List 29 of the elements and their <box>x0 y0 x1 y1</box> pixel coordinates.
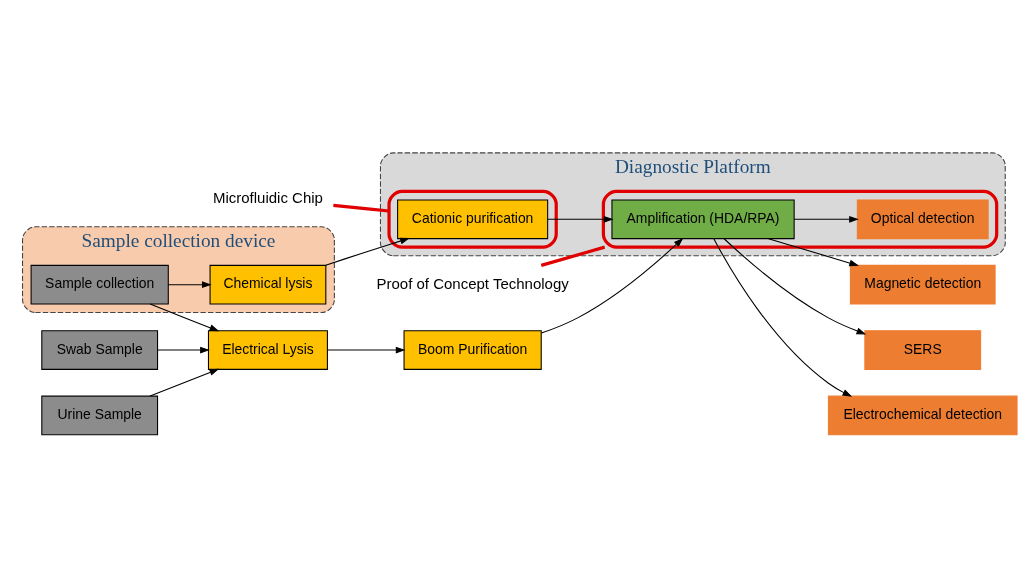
arrow <box>157 346 210 354</box>
arrow <box>325 237 410 266</box>
node-box: SERS <box>864 330 982 370</box>
arrow <box>149 368 220 397</box>
node-box: Optical detection <box>856 199 989 240</box>
node-box: Urine Sample <box>41 395 159 436</box>
node-box: Cationic purification <box>397 199 549 240</box>
arrow <box>540 237 684 334</box>
arrow <box>167 281 212 289</box>
node-box: Electrochemical detection <box>827 395 1018 436</box>
arrow <box>149 303 220 332</box>
node-box: Chemical lysis <box>209 264 327 305</box>
cluster <box>387 189 558 249</box>
connector <box>333 203 390 213</box>
arrow <box>713 238 853 397</box>
connector <box>540 245 606 267</box>
node-text: Proof of Concept Technology <box>376 274 569 292</box>
node-box: Electrical Lysis <box>207 330 328 370</box>
node-box: Amplification (HDA/RPA) <box>611 199 795 240</box>
arrow <box>767 238 859 267</box>
node-box: Boom Purification <box>403 330 542 370</box>
node-box: Swab Sample <box>41 330 159 370</box>
node-box: Sample collection <box>30 264 169 305</box>
arrow <box>793 215 859 223</box>
node-box: Magnetic detection <box>849 264 996 305</box>
node-text: Microfluidic Chip <box>212 188 323 206</box>
arrow <box>547 215 614 223</box>
arrow <box>723 238 867 335</box>
arrow <box>327 346 406 354</box>
